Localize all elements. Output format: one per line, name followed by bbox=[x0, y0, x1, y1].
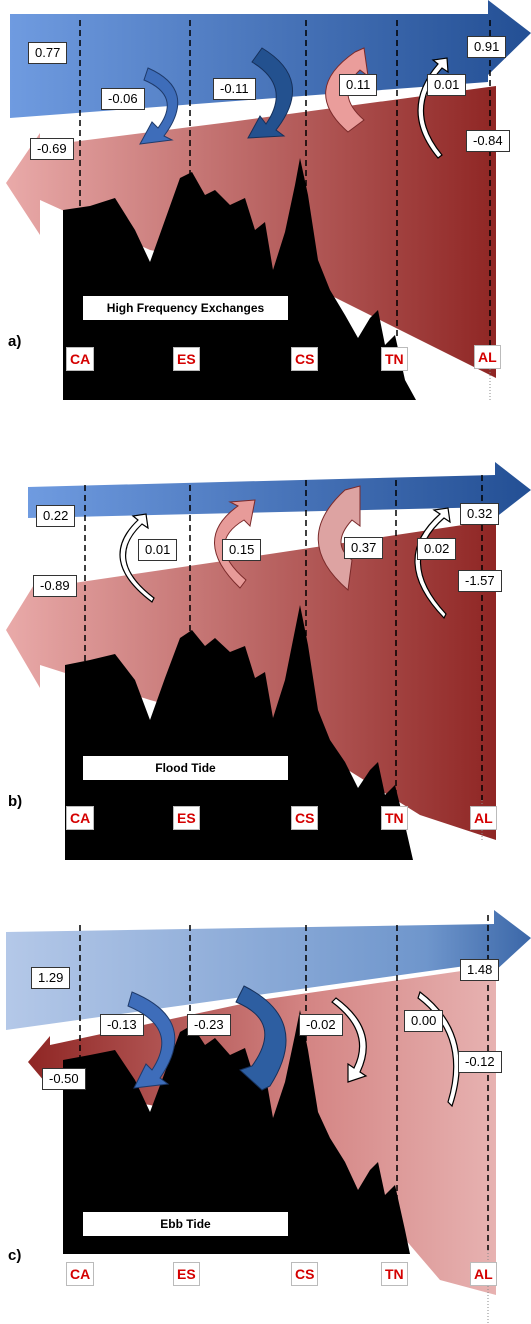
station-label-es: ES bbox=[173, 347, 200, 371]
exchange-arrow-2 bbox=[247, 47, 293, 139]
exchange-value-2: -0.23 bbox=[187, 1014, 231, 1036]
station-label-tn: TN bbox=[381, 347, 408, 371]
panel-c: 1.29 1.48 -0.50 -0.12 -0.13 -0.23 -0.02 … bbox=[0, 900, 531, 1324]
bottom-out-value: -0.69 bbox=[30, 138, 74, 160]
exchange-value-3: 0.37 bbox=[344, 537, 384, 559]
panel-b-graphic bbox=[6, 462, 531, 860]
station-label-al: AL bbox=[474, 345, 501, 369]
exchange-value-2: 0.15 bbox=[222, 539, 262, 561]
surface-in-value: 0.22 bbox=[36, 505, 76, 527]
exchange-value-1: -0.06 bbox=[101, 88, 145, 110]
exchange-value-1: 0.01 bbox=[138, 539, 178, 561]
panel-letter: b) bbox=[8, 793, 23, 810]
panel-c-graphic bbox=[6, 910, 531, 1324]
exchange-value-3: 0.11 bbox=[339, 74, 378, 96]
panel-caption: Ebb Tide bbox=[83, 1212, 288, 1236]
panel-letter: c) bbox=[8, 1247, 22, 1264]
station-label-es: ES bbox=[173, 806, 200, 830]
station-label-cs: CS bbox=[291, 347, 319, 371]
exchange-arrow-1 bbox=[139, 67, 179, 145]
terrain-silhouette bbox=[63, 1010, 410, 1254]
station-label-cs: CS bbox=[291, 806, 319, 830]
exchange-value-4: 0.01 bbox=[427, 74, 467, 96]
exchange-arrow-4 bbox=[417, 57, 449, 159]
station-label-es: ES bbox=[173, 1262, 200, 1286]
bottom-in-value: -0.84 bbox=[466, 130, 510, 152]
panel-a-graphic bbox=[6, 0, 531, 400]
surface-out-value: 0.32 bbox=[460, 503, 500, 525]
station-label-ca: CA bbox=[66, 806, 95, 830]
station-label-al: AL bbox=[470, 1262, 497, 1286]
station-label-ca: CA bbox=[66, 1262, 95, 1286]
bottom-out-value: -0.89 bbox=[33, 575, 77, 597]
exchange-value-1: -0.13 bbox=[100, 1014, 144, 1036]
panel-b: 0.22 0.32 -0.89 -1.57 0.01 0.15 0.37 0.0… bbox=[0, 440, 531, 860]
panel-letter: a) bbox=[8, 333, 22, 350]
bottom-in-value: -1.57 bbox=[458, 570, 502, 592]
exchange-value-3: -0.02 bbox=[299, 1014, 343, 1036]
exchange-arrow-2 bbox=[235, 985, 287, 1091]
exchange-arrow-3 bbox=[317, 485, 361, 591]
station-label-tn: TN bbox=[381, 1262, 408, 1286]
exchange-value-4: 0.02 bbox=[417, 538, 457, 560]
exchange-arrow-3 bbox=[331, 997, 368, 1083]
exchange-arrow-2 bbox=[214, 499, 256, 589]
exchange-value-2: -0.11 bbox=[213, 78, 256, 100]
exchange-arrow-1 bbox=[127, 991, 176, 1089]
station-label-ca: CA bbox=[66, 347, 95, 371]
station-label-cs: CS bbox=[291, 1262, 319, 1286]
panel-caption: High Frequency Exchanges bbox=[83, 296, 288, 320]
station-label-tn: TN bbox=[381, 806, 408, 830]
terrain-silhouette bbox=[63, 158, 416, 400]
surface-out-value: 0.91 bbox=[467, 36, 507, 58]
bottom-in-value: -0.12 bbox=[458, 1051, 502, 1073]
exchange-arrow-4 bbox=[414, 507, 451, 620]
surface-out-value: 1.48 bbox=[460, 959, 500, 981]
panel-caption: Flood Tide bbox=[83, 756, 288, 780]
surface-in-value: 1.29 bbox=[31, 967, 71, 989]
bottom-out-value: -0.50 bbox=[42, 1068, 86, 1090]
exchange-value-4: 0.00 bbox=[404, 1010, 444, 1032]
terrain-silhouette bbox=[65, 605, 413, 860]
surface-in-value: 0.77 bbox=[28, 42, 68, 64]
panel-a: 0.77 0.91 -0.69 -0.84 -0.06 -0.11 0.11 0… bbox=[0, 0, 531, 400]
surface-flow-arrow bbox=[28, 462, 531, 518]
exchange-arrow-1 bbox=[119, 513, 155, 603]
station-label-al: AL bbox=[470, 806, 497, 830]
